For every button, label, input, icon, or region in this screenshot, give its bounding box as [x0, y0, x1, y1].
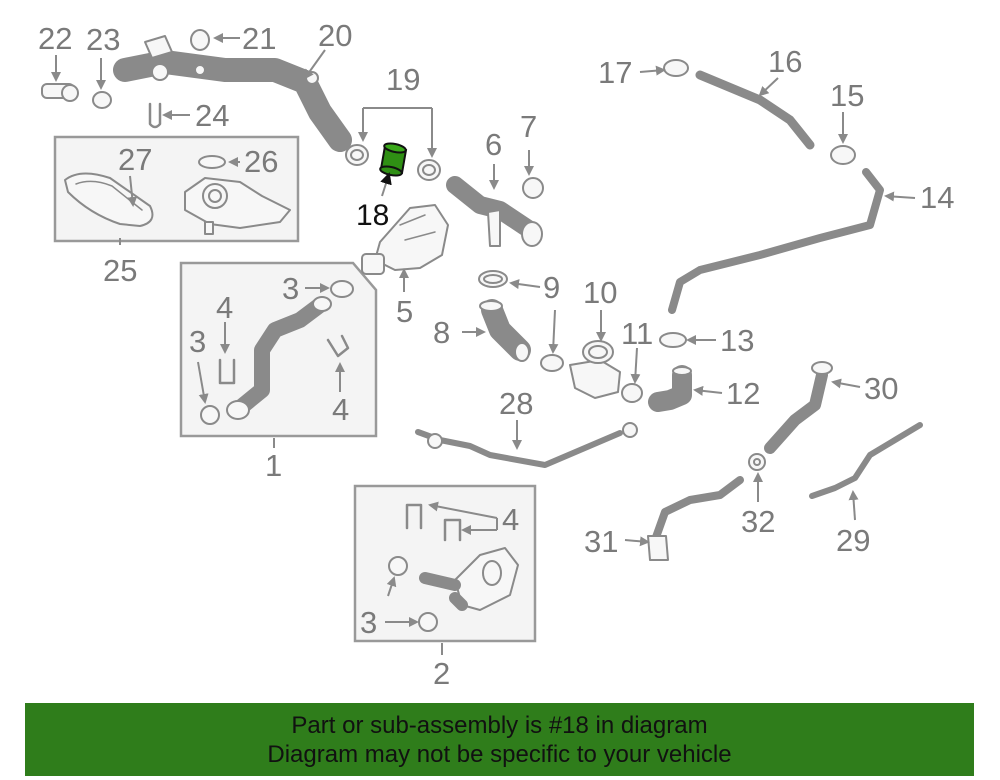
part-4-clip-2b	[443, 518, 462, 542]
part-4-clip-right	[326, 334, 350, 358]
callout-21[interactable]: 21	[242, 21, 276, 56]
callout-5[interactable]: 5	[396, 294, 413, 329]
callout-20[interactable]: 20	[318, 18, 352, 53]
callout-7[interactable]: 7	[520, 109, 537, 144]
part-11-clamp	[621, 383, 643, 403]
callout-28[interactable]: 28	[499, 386, 533, 421]
part-18-hose-highlighted[interactable]	[379, 142, 408, 177]
callout-14[interactable]: 14	[920, 180, 954, 215]
callout-19[interactable]: 19	[386, 62, 420, 97]
banner-line-2: Diagram may not be specific to your vehi…	[267, 740, 732, 768]
part-1-hose	[226, 296, 332, 420]
part-32-fitting	[748, 453, 766, 471]
part-9-clamp-lower	[540, 354, 564, 372]
part-19-clamp-left	[345, 144, 369, 166]
callout-3-box2[interactable]: 3	[360, 605, 377, 640]
callout-15[interactable]: 15	[830, 78, 864, 113]
callout-4-top[interactable]: 4	[216, 290, 233, 325]
leader-lines	[51, 33, 916, 655]
callout-4-box2[interactable]: 4	[502, 502, 519, 537]
callout-32[interactable]: 32	[741, 504, 775, 539]
part-28-line	[415, 422, 638, 468]
part-30-pipe	[764, 361, 833, 454]
callout-3-top[interactable]: 3	[282, 271, 299, 306]
part-3-oring-2a	[388, 556, 408, 576]
callout-2[interactable]: 2	[433, 656, 450, 691]
callout-16[interactable]: 16	[768, 44, 802, 79]
part-water-pump	[184, 177, 291, 235]
callout-25[interactable]: 25	[103, 253, 137, 288]
part-17-clamp	[663, 59, 689, 77]
part-8-hose	[479, 299, 531, 362]
part-4-clip-2a	[405, 503, 423, 530]
part-20-coolant-pipe	[113, 35, 352, 152]
part-4-clip-left	[218, 358, 236, 385]
parts-diagram: 22 23 21 20 24 27 26 25 19 18 6 7 5 3 4 …	[38, 18, 954, 691]
callout-23[interactable]: 23	[86, 22, 120, 57]
callout-6[interactable]: 6	[485, 127, 502, 162]
part-26-oring	[198, 155, 226, 169]
part-10-fitting	[569, 340, 621, 399]
callout-30[interactable]: 30	[864, 371, 898, 406]
part-12-hose	[648, 365, 692, 412]
callout-10[interactable]: 10	[583, 275, 617, 310]
part-21-oring	[190, 29, 210, 51]
part-23-oring	[92, 91, 112, 109]
part-3-oring-left	[200, 405, 220, 425]
callout-4-right[interactable]: 4	[332, 392, 349, 427]
part-15-clamp	[830, 145, 856, 165]
callout-13[interactable]: 13	[720, 323, 754, 358]
info-banner: Part or sub-assembly is #18 in diagram D…	[25, 703, 974, 776]
callout-26[interactable]: 26	[244, 144, 278, 179]
callout-24[interactable]: 24	[195, 98, 229, 133]
part-5-housing	[361, 204, 449, 275]
part-31-pipe	[647, 476, 744, 561]
callout-27[interactable]: 27	[118, 142, 152, 177]
part-3-oring-top	[330, 280, 354, 298]
callout-1[interactable]: 1	[265, 448, 282, 483]
callout-17[interactable]: 17	[598, 55, 632, 90]
part-14-pipe	[668, 168, 884, 314]
callout-labels: 22 23 21 20 24 27 26 25 19 18 6 7 5 3 4 …	[38, 18, 954, 691]
part-3-oring-2b	[418, 612, 438, 632]
part-7-oring	[522, 177, 544, 199]
callout-8[interactable]: 8	[433, 315, 450, 350]
banner-line-1: Part or sub-assembly is #18 in diagram	[291, 711, 708, 739]
part-9-clamp	[478, 270, 508, 288]
callout-3-left[interactable]: 3	[189, 324, 206, 359]
callout-9[interactable]: 9	[543, 270, 560, 305]
callout-22[interactable]: 22	[38, 21, 72, 56]
part-19-clamp-right	[417, 159, 441, 181]
part-24-clip	[148, 102, 162, 129]
part-22-sensor	[41, 83, 79, 102]
callout-12[interactable]: 12	[726, 376, 760, 411]
part-29-pipe	[809, 422, 923, 499]
callout-31[interactable]: 31	[584, 524, 618, 559]
callout-11[interactable]: 11	[621, 316, 653, 351]
callout-29[interactable]: 29	[836, 523, 870, 558]
part-16-hose	[695, 70, 815, 150]
part-13-clamp	[659, 332, 687, 348]
callout-18[interactable]: 18	[356, 199, 389, 232]
part-2-elbow	[419, 547, 519, 611]
part-6-outlet	[446, 176, 543, 247]
part-27-gasket	[64, 172, 154, 227]
